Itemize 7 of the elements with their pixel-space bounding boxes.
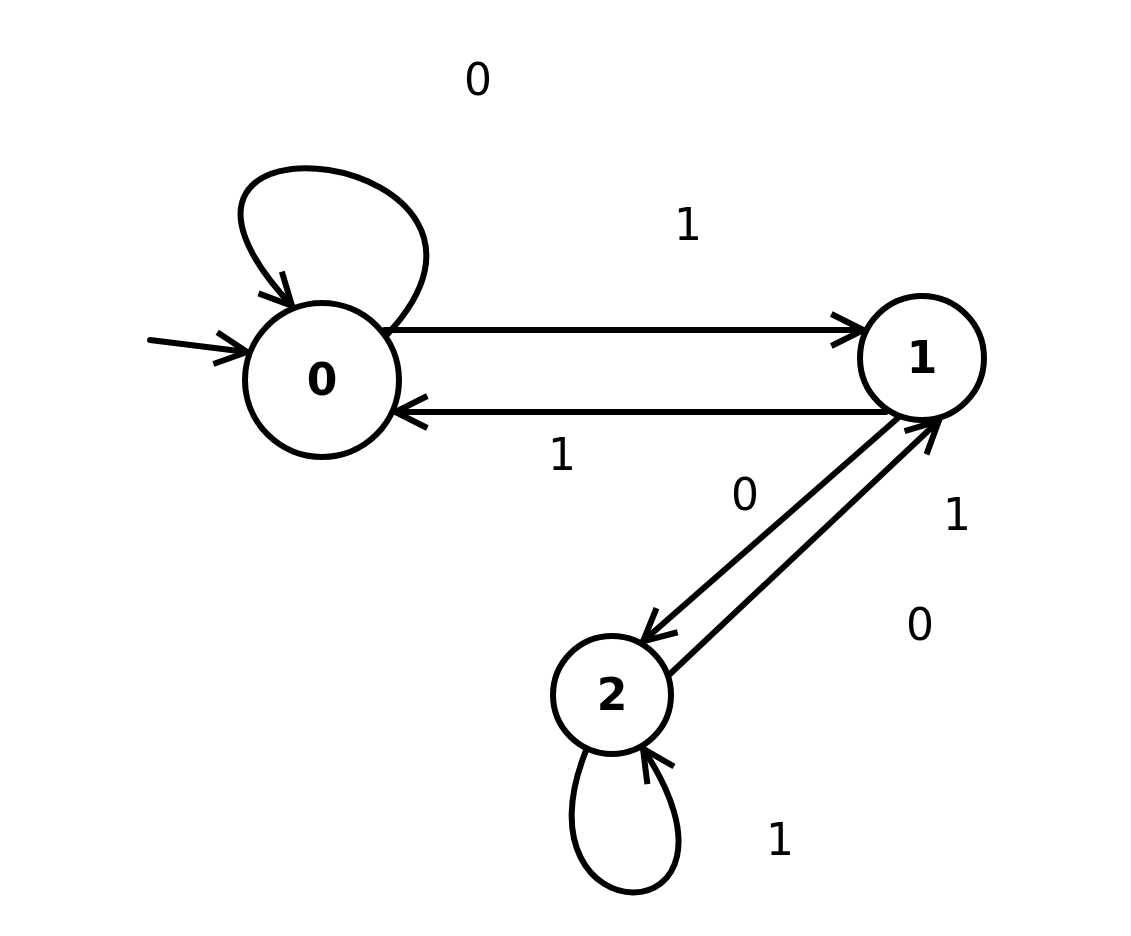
transition-arrow xyxy=(392,393,889,431)
transition-arrow xyxy=(381,311,867,349)
state-label: 2 xyxy=(596,673,628,717)
state-label: 1 xyxy=(906,336,938,380)
state-label: 0 xyxy=(306,358,338,402)
self-loop-arrow xyxy=(237,165,430,338)
self-loop-arrow xyxy=(569,745,681,896)
